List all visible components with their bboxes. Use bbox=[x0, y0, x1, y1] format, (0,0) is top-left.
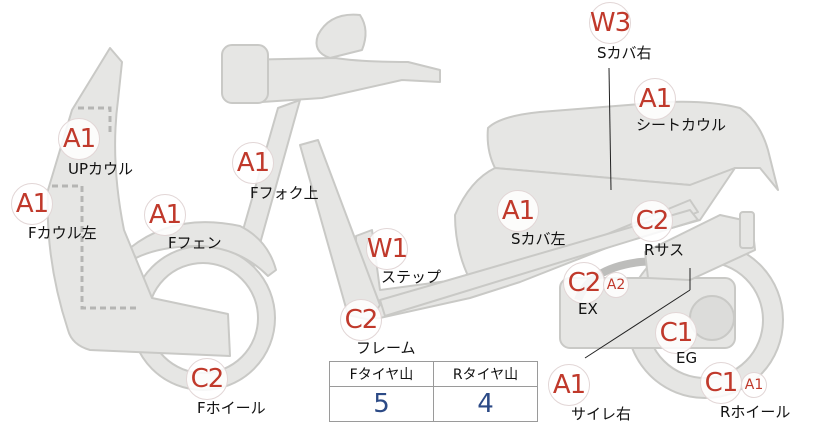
front-cowl-left-label: Fカウル左 bbox=[28, 224, 97, 242]
seat-cowl-grade-badge: A1 bbox=[634, 78, 676, 120]
step-label: ステップ bbox=[381, 268, 442, 286]
panel-seam-lines bbox=[52, 106, 140, 310]
seat-cowl-label: シートカウル bbox=[636, 116, 727, 134]
frame-shape bbox=[299, 139, 381, 321]
front-fork-upper-grade-badge: A1 bbox=[232, 142, 274, 184]
rear-wheel-grade-badge: C1 bbox=[700, 362, 742, 404]
front-cowl-left-grade-badge: A1 bbox=[11, 183, 53, 225]
front-tread-value: 5 bbox=[329, 386, 434, 422]
rear-tread-value: 4 bbox=[433, 386, 538, 422]
rear-suspension-shape bbox=[644, 214, 756, 281]
exhaust-grade-badge: C2 bbox=[563, 262, 605, 304]
up-cowl-label: UPカウル bbox=[68, 160, 134, 178]
front-tread-header: Fタイヤ山 bbox=[329, 361, 434, 387]
side-cover-left-grade-badge: A1 bbox=[497, 190, 539, 232]
rear-wheel-label: Rホイール bbox=[720, 403, 791, 421]
exhaust-sub-grade-badge: A2 bbox=[603, 272, 629, 298]
rear-tread-header: Rタイヤ山 bbox=[433, 361, 538, 387]
side-cover-left-label: Sカバ左 bbox=[511, 230, 566, 248]
exhaust-label: EX bbox=[578, 300, 598, 318]
front-fork-upper-label: Fフォク上 bbox=[250, 184, 319, 202]
side-cover-right-grade-badge: W3 bbox=[589, 2, 631, 44]
muffler-right-grade-badge: A1 bbox=[548, 364, 590, 406]
side-cover-right-label: Sカバ右 bbox=[597, 44, 652, 62]
frame-grade-badge: C2 bbox=[340, 299, 382, 341]
frame-label: フレーム bbox=[356, 339, 416, 357]
seat-cowl-shape bbox=[486, 100, 779, 191]
up-cowl-grade-badge: A1 bbox=[58, 118, 100, 160]
front-cowl-shape bbox=[46, 47, 231, 357]
muffler-right-label: サイレ右 bbox=[571, 405, 632, 423]
front-fender-grade-badge: A1 bbox=[144, 194, 186, 236]
front-wheel-label: Fホイール bbox=[197, 399, 266, 417]
engine-grade-badge: C1 bbox=[655, 312, 697, 354]
leader-lines bbox=[584, 67, 691, 359]
tire-tread-table: Fタイヤ山 Rタイヤ山 5 4 bbox=[329, 361, 538, 422]
rear-wheel-sub-grade-badge: A1 bbox=[741, 372, 767, 398]
step-grade-badge: W1 bbox=[366, 228, 408, 270]
headlight-shape bbox=[221, 44, 269, 104]
rear-suspension-grade-badge: C2 bbox=[631, 200, 673, 242]
engine-label: EG bbox=[676, 349, 698, 367]
mirror-shape bbox=[315, 13, 367, 59]
front-wheel-grade-badge: C2 bbox=[186, 358, 228, 400]
front-fender-label: Fフェン bbox=[168, 234, 222, 252]
rear-suspension-label: Rサス bbox=[644, 241, 685, 259]
